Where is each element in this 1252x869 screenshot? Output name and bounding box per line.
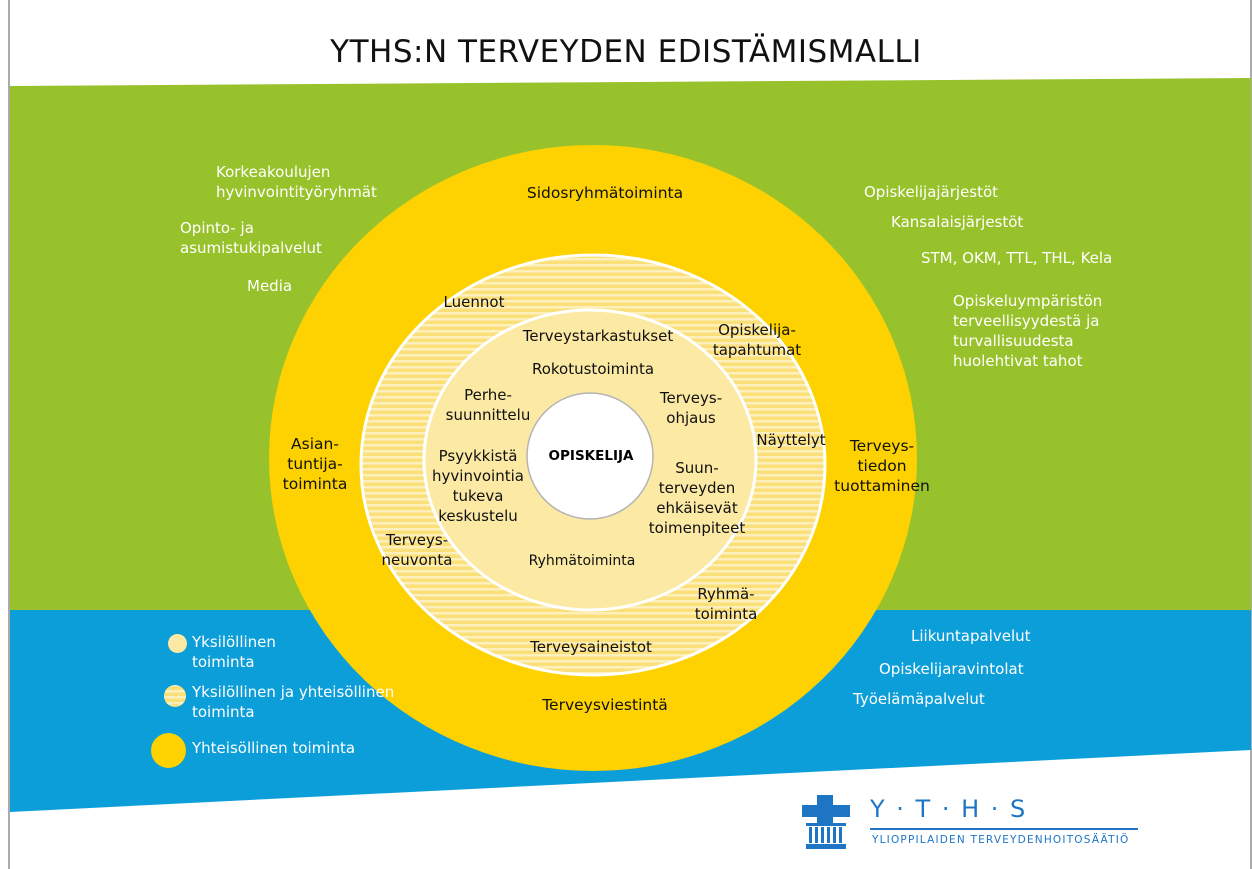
green-korkeakoulujen-label: Korkeakoulujen hyvinvointityöryhmät: [216, 163, 377, 201]
middle-luennot-label: Luennot: [443, 293, 505, 311]
middle-terveysneuvonta-label: Terveys- neuvonta: [381, 531, 453, 569]
inner-psyykkista-label: Psyykkistä hyvinvointia tukeva keskustel…: [432, 447, 524, 525]
middle-ryhmatoiminta-label: Ryhmä- toiminta: [694, 585, 758, 623]
green-opiskelijajarjestot-label: Opiskelijajärjestöt: [864, 183, 999, 201]
inner-perhesuunnittelu-label: Perhe- suunnittelu: [445, 386, 531, 424]
inner-suunterveyden-label: Suun- terveyden ehkäisevät toimenpiteet: [648, 459, 746, 537]
legend-community-label: Yhteisöllinen toiminta: [192, 739, 356, 757]
yths-logo-icon: [802, 795, 850, 849]
middle-opiskelijatapahtumat-label: Opiskelija- tapahtumat: [712, 321, 802, 359]
blue-ravintolat-label: Opiskelijaravintolat: [879, 660, 1024, 678]
green-opiskeluymparisto-label: Opiskeluympäristön terveellisyydestä ja …: [953, 292, 1103, 370]
center-label: OPISKELIJA: [548, 448, 634, 464]
middle-terveysaineistot-label: Terveysaineistot: [530, 638, 652, 656]
legend-both-dot: [164, 685, 186, 707]
green-opinto-label: Opinto- ja asumistukipalvelut: [180, 219, 322, 257]
logo-divider: [870, 828, 1138, 830]
page-title: YTHS:N TERVEYDEN EDISTÄMISMALLI: [330, 34, 922, 70]
legend-community-dot: [151, 733, 186, 768]
outer-top-label: Sidosryhmätoiminta: [526, 184, 684, 202]
legend-both-label: Yksilöllinen ja yhteisöllinen toiminta: [192, 683, 395, 721]
green-media-label: Media: [247, 277, 293, 295]
legend-individual-dot: [168, 634, 187, 653]
logo-subtitle: YLIOPPILAIDEN TERVEYDENHOITOSÄÄTIÖ: [872, 834, 1130, 846]
inner-ryhmatoiminta-label: Ryhmätoiminta: [528, 553, 636, 569]
center-circle: [526, 392, 654, 520]
green-kansalaisjarjestot-label: Kansalaisjärjestöt: [891, 213, 1024, 231]
outer-left-label: Asian- tuntija- toiminta: [282, 435, 348, 493]
inner-terveystarkastukset-label: Terveystarkastukset: [522, 327, 674, 345]
logo-letters: Y · T · H · S: [870, 795, 1028, 823]
legend-individual-label: Yksilöllinen toiminta: [192, 633, 276, 671]
middle-nayttelyt-label: Näyttelyt: [756, 431, 826, 449]
outer-right-label: Terveys- tiedon tuottaminen: [834, 437, 930, 495]
blue-tyoelama-label: Työelämäpalvelut: [853, 690, 985, 708]
inner-rokotustoiminta-label: Rokotustoiminta: [531, 360, 655, 378]
blue-liikunta-label: Liikuntapalvelut: [911, 627, 1031, 645]
inner-terveysohjaus-label: Terveys- ohjaus: [659, 389, 723, 427]
green-stm-label: STM, OKM, TTL, THL, Kela: [921, 249, 1113, 267]
outer-bottom-label: Terveysviestintä: [542, 696, 668, 714]
